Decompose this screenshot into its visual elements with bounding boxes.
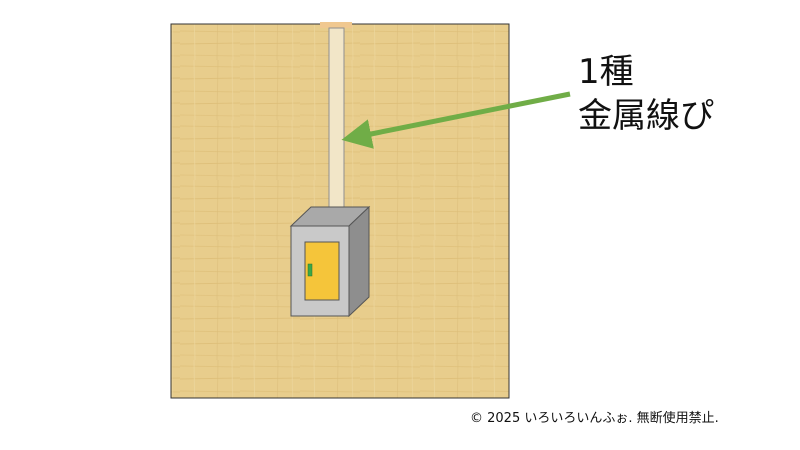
conduit-pipe [328,27,345,214]
callout-label-line2: 金属線ぴ [578,96,714,136]
conduit-cap [320,22,352,28]
electrical-box [289,205,371,318]
box-side [348,205,370,318]
callout-label-line1: 1種 [578,52,634,92]
arrow-left-icon [341,91,571,149]
copyright-notice: © 2025 いろいろいんふぉ. 無断使用禁止. [470,411,719,426]
door-handle [307,263,313,277]
